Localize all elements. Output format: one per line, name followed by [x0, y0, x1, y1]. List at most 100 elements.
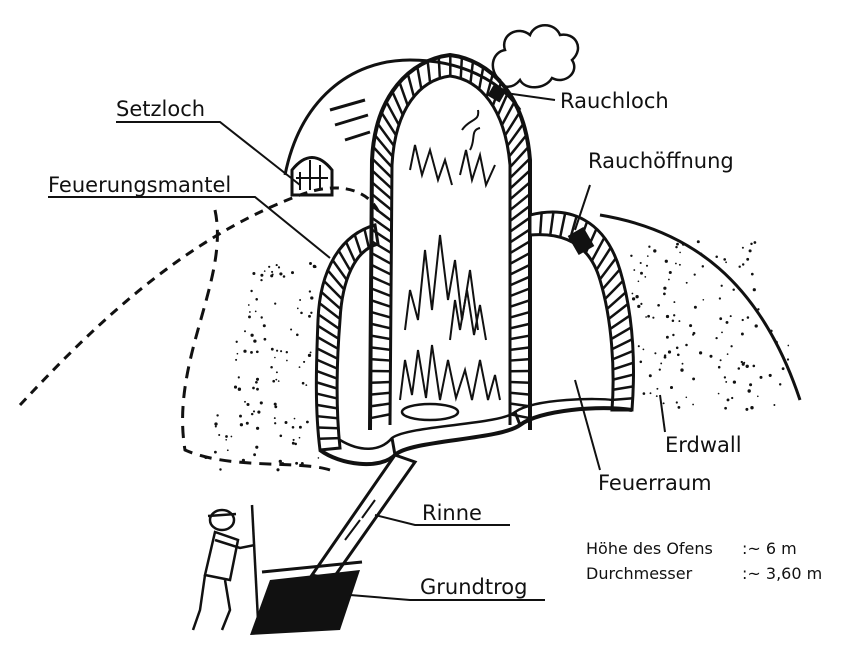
- earth-dot: [274, 403, 277, 406]
- brick-joint: [318, 427, 339, 428]
- earth-dot: [725, 261, 727, 263]
- earth-dot: [263, 324, 266, 327]
- earth-dot: [271, 271, 273, 273]
- earth-dot: [673, 301, 675, 303]
- label-grundtrog: Grundtrog: [420, 575, 527, 599]
- brick-joint: [371, 324, 391, 329]
- earth-dot: [296, 334, 299, 337]
- earth-dot: [660, 362, 662, 364]
- earth-dot: [652, 317, 654, 319]
- earth-dot: [638, 280, 640, 282]
- earth-dot: [264, 338, 267, 341]
- earth-dot: [700, 253, 702, 255]
- earth-dot: [292, 426, 295, 429]
- brick-joint: [371, 347, 391, 349]
- earth-dot: [274, 303, 276, 305]
- earth-dot: [753, 365, 756, 368]
- earth-dot: [742, 363, 745, 366]
- earth-dot: [291, 271, 294, 274]
- earth-dot: [663, 287, 666, 290]
- earth-dot: [280, 350, 282, 352]
- earth-dot: [677, 353, 680, 356]
- earth-dot: [260, 274, 263, 277]
- earth-dot: [219, 468, 221, 470]
- brick-joint: [510, 382, 530, 383]
- earth-dot: [295, 462, 298, 465]
- brick-joint: [371, 312, 391, 318]
- brick-joint: [370, 414, 390, 418]
- earth-dot: [725, 381, 727, 383]
- earth-dot: [281, 462, 284, 465]
- spec-height-label: Höhe des Ofens: [586, 539, 713, 558]
- earth-dot: [318, 457, 320, 459]
- earth-dot: [276, 264, 278, 266]
- earth-dot: [252, 387, 255, 390]
- earth-dot: [310, 296, 313, 299]
- earth-dot: [214, 422, 217, 425]
- earth-dot: [260, 279, 262, 281]
- earth-dot: [633, 269, 635, 271]
- label-feuerungsmantel: Feuerungsmantel: [48, 173, 231, 197]
- brick-joint: [510, 347, 530, 349]
- earth-dot: [760, 376, 763, 379]
- earth-dot: [697, 240, 700, 243]
- earth-dot: [754, 241, 757, 244]
- earth-dot: [302, 382, 305, 385]
- earth-dot: [699, 351, 702, 354]
- earth-dot: [741, 333, 744, 336]
- earth-dot: [285, 421, 288, 424]
- earth-dot: [680, 368, 683, 371]
- earth-dot: [724, 407, 727, 410]
- brick-joint: [510, 288, 530, 296]
- earth-dot: [303, 361, 305, 363]
- earth-dot: [257, 411, 260, 414]
- earth-dot: [742, 247, 744, 249]
- brick-joint: [417, 67, 421, 89]
- earth-dot: [301, 462, 304, 465]
- earth-dot: [255, 298, 258, 301]
- mound-inner-dashed: [183, 210, 330, 470]
- earth-dot: [637, 305, 640, 308]
- earth-dot: [745, 408, 748, 411]
- earth-dot: [668, 279, 670, 281]
- earth-dot: [275, 379, 277, 381]
- earth-dot: [648, 246, 650, 248]
- brick-joint: [510, 393, 530, 395]
- earth-dot: [730, 315, 732, 317]
- earth-dot: [692, 404, 694, 406]
- earth-dot: [292, 442, 295, 445]
- earth-dot: [300, 312, 303, 315]
- earth-dot: [278, 380, 280, 382]
- earth-dot: [276, 371, 278, 373]
- earth-dot: [669, 271, 672, 274]
- earth-dot: [738, 265, 740, 267]
- earth-dot: [240, 423, 243, 426]
- brick-joint: [392, 92, 402, 115]
- earth-dot: [276, 350, 278, 352]
- earth-dot: [251, 413, 253, 415]
- earth-dot: [250, 351, 253, 354]
- brick-joint: [371, 336, 391, 340]
- earth-dot: [280, 435, 283, 438]
- brick-joint: [371, 359, 391, 360]
- earth-dot: [689, 324, 692, 327]
- earth-dot: [649, 374, 652, 377]
- earth-dot: [723, 258, 726, 261]
- earth-dot: [270, 274, 273, 277]
- earth-dot: [726, 321, 729, 324]
- flames: [400, 110, 500, 420]
- earth-dot: [640, 262, 642, 264]
- brick-joint: [510, 229, 530, 242]
- earth-dot: [234, 386, 237, 389]
- earth-dot: [238, 388, 241, 391]
- brick-joint: [371, 241, 391, 253]
- brick-joint: [461, 57, 462, 78]
- earth-dot: [632, 293, 634, 295]
- earth-dot: [672, 319, 675, 322]
- earth-dot: [297, 308, 299, 310]
- earth-dot: [659, 368, 661, 370]
- earth-dot: [672, 334, 674, 336]
- brick-joint: [371, 253, 391, 264]
- earth-dot: [724, 376, 726, 378]
- earth-dot: [643, 392, 646, 395]
